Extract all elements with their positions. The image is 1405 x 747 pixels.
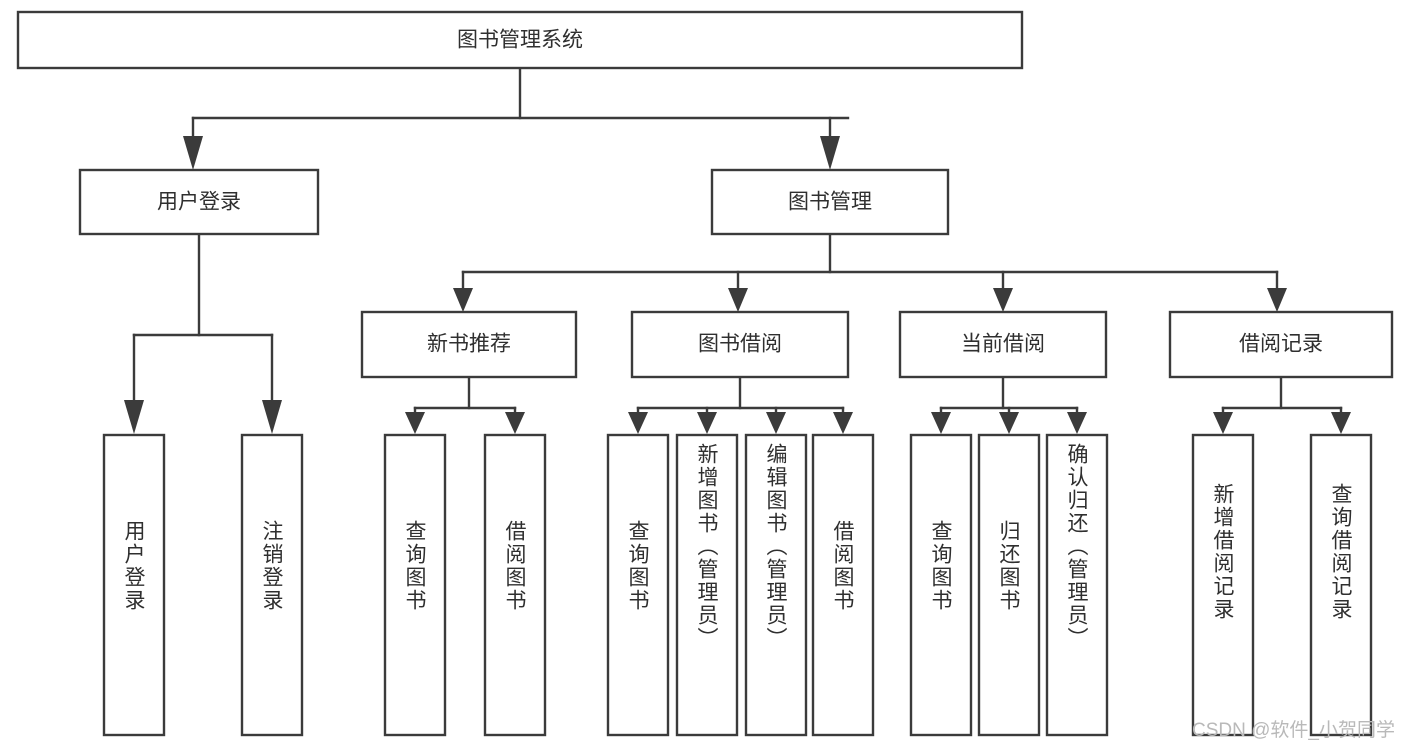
node-box-leaf-bb-add-book[interactable] <box>675 433 739 737</box>
arrow-head-current-borrow <box>993 288 1013 312</box>
arrow-head-br-query-record <box>1331 412 1351 434</box>
node-box-root[interactable] <box>16 10 1024 70</box>
node-label-user-login: 用户登录 <box>157 191 241 214</box>
node-box-borrow-record[interactable] <box>1168 310 1394 379</box>
connector-group-root-to-level2 <box>183 66 850 170</box>
node-label-borrow-record: 借阅记录 <box>1239 333 1323 356</box>
arrow-head-bb-edit-book <box>766 412 786 434</box>
node-label-book-management: 图书管理 <box>788 191 872 214</box>
node-box-new-book-recommend[interactable] <box>360 310 578 379</box>
node-box-leaf-bb-borrow-book[interactable] <box>811 433 875 737</box>
arrow-head-book-borrow <box>728 288 748 312</box>
node-box-user-login[interactable] <box>78 168 320 236</box>
arrow-head-leaf-user-login <box>124 400 144 434</box>
arrow-head-br-add-record <box>1213 412 1233 434</box>
arrow-head-bb-add-book <box>697 412 717 434</box>
node-box-leaf-cb-query-book[interactable] <box>909 433 973 737</box>
connector-group-user-login-to-leaves <box>124 232 282 434</box>
arrow-head-nb-borrow-book <box>505 412 525 434</box>
node-box-book-borrow[interactable] <box>630 310 850 379</box>
connector-group-current-borrow-to-leaves <box>931 375 1087 434</box>
node-box-leaf-bb-query-book[interactable] <box>606 433 670 737</box>
node-box-leaf-bb-edit-book[interactable] <box>744 433 808 737</box>
watermark-text: CSDN @软件_小贺同学 <box>1192 720 1395 741</box>
node-label-current-borrow: 当前借阅 <box>961 333 1045 356</box>
arrow-head-borrow-record <box>1267 288 1287 312</box>
arrow-head-user-login <box>183 136 203 170</box>
connector-group-new-book-to-leaves <box>405 375 525 434</box>
arrow-head-new-book <box>453 288 473 312</box>
connector-group-book-mgmt-to-level3 <box>453 232 1287 312</box>
arrow-head-cb-confirm-return <box>1067 412 1087 434</box>
arrow-head-nb-query-book <box>405 412 425 434</box>
node-box-current-borrow[interactable] <box>898 310 1108 379</box>
node-label-root: 图书管理系统 <box>457 29 583 52</box>
connector-group-book-borrow-to-leaves <box>628 375 853 434</box>
node-box-leaf-user-login[interactable] <box>102 433 166 737</box>
arrow-head-book-mgmt <box>820 136 840 170</box>
node-box-leaf-nb-query-book[interactable] <box>383 433 447 737</box>
arrow-head-bb-query-book <box>628 412 648 434</box>
arrow-head-cb-return-book <box>999 412 1019 434</box>
node-box-leaf-cb-confirm-return[interactable] <box>1045 433 1109 737</box>
arrow-head-leaf-logout <box>262 400 282 434</box>
node-box-book-management[interactable] <box>710 168 950 236</box>
node-label-new-book-recommend: 新书推荐 <box>427 333 511 356</box>
arrow-head-bb-borrow-book <box>833 412 853 434</box>
node-label-book-borrow: 图书借阅 <box>698 333 782 356</box>
arrow-head-cb-query-book <box>931 412 951 434</box>
node-box-leaf-logout[interactable] <box>240 433 304 737</box>
node-box-leaf-br-query-record[interactable] <box>1309 433 1373 737</box>
node-box-leaf-nb-borrow-book[interactable] <box>483 433 547 737</box>
node-box-leaf-cb-return-book[interactable] <box>977 433 1041 737</box>
node-box-leaf-br-add-record[interactable] <box>1191 433 1255 737</box>
connector-group-borrow-record-to-leaves <box>1213 375 1351 434</box>
